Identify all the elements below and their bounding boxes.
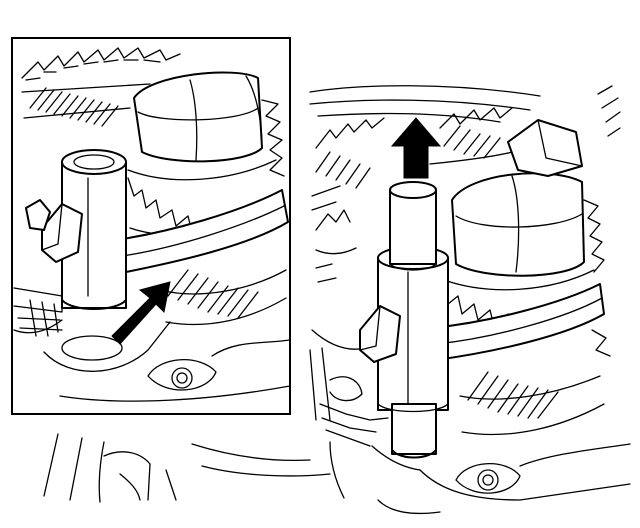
inset-upper-gear-teeth <box>21 47 181 127</box>
main-housing-top <box>309 85 621 137</box>
lower-left-housing <box>43 433 345 503</box>
inset-shift-fork <box>115 189 289 326</box>
main-center-gear <box>429 107 521 165</box>
inset-frame <box>11 37 291 415</box>
main-left-gear <box>311 117 385 283</box>
main-arrow <box>390 117 442 179</box>
inset-shift-lug <box>25 199 83 263</box>
main-housing-base <box>371 443 631 515</box>
inset-panel <box>11 37 291 415</box>
inset-arrow <box>111 281 171 345</box>
main-panel <box>309 85 631 515</box>
main-shift-fork <box>431 283 611 436</box>
main-shift-lug <box>359 305 401 363</box>
main-shift-shaft <box>377 181 449 459</box>
inset-housing-base <box>13 287 290 402</box>
